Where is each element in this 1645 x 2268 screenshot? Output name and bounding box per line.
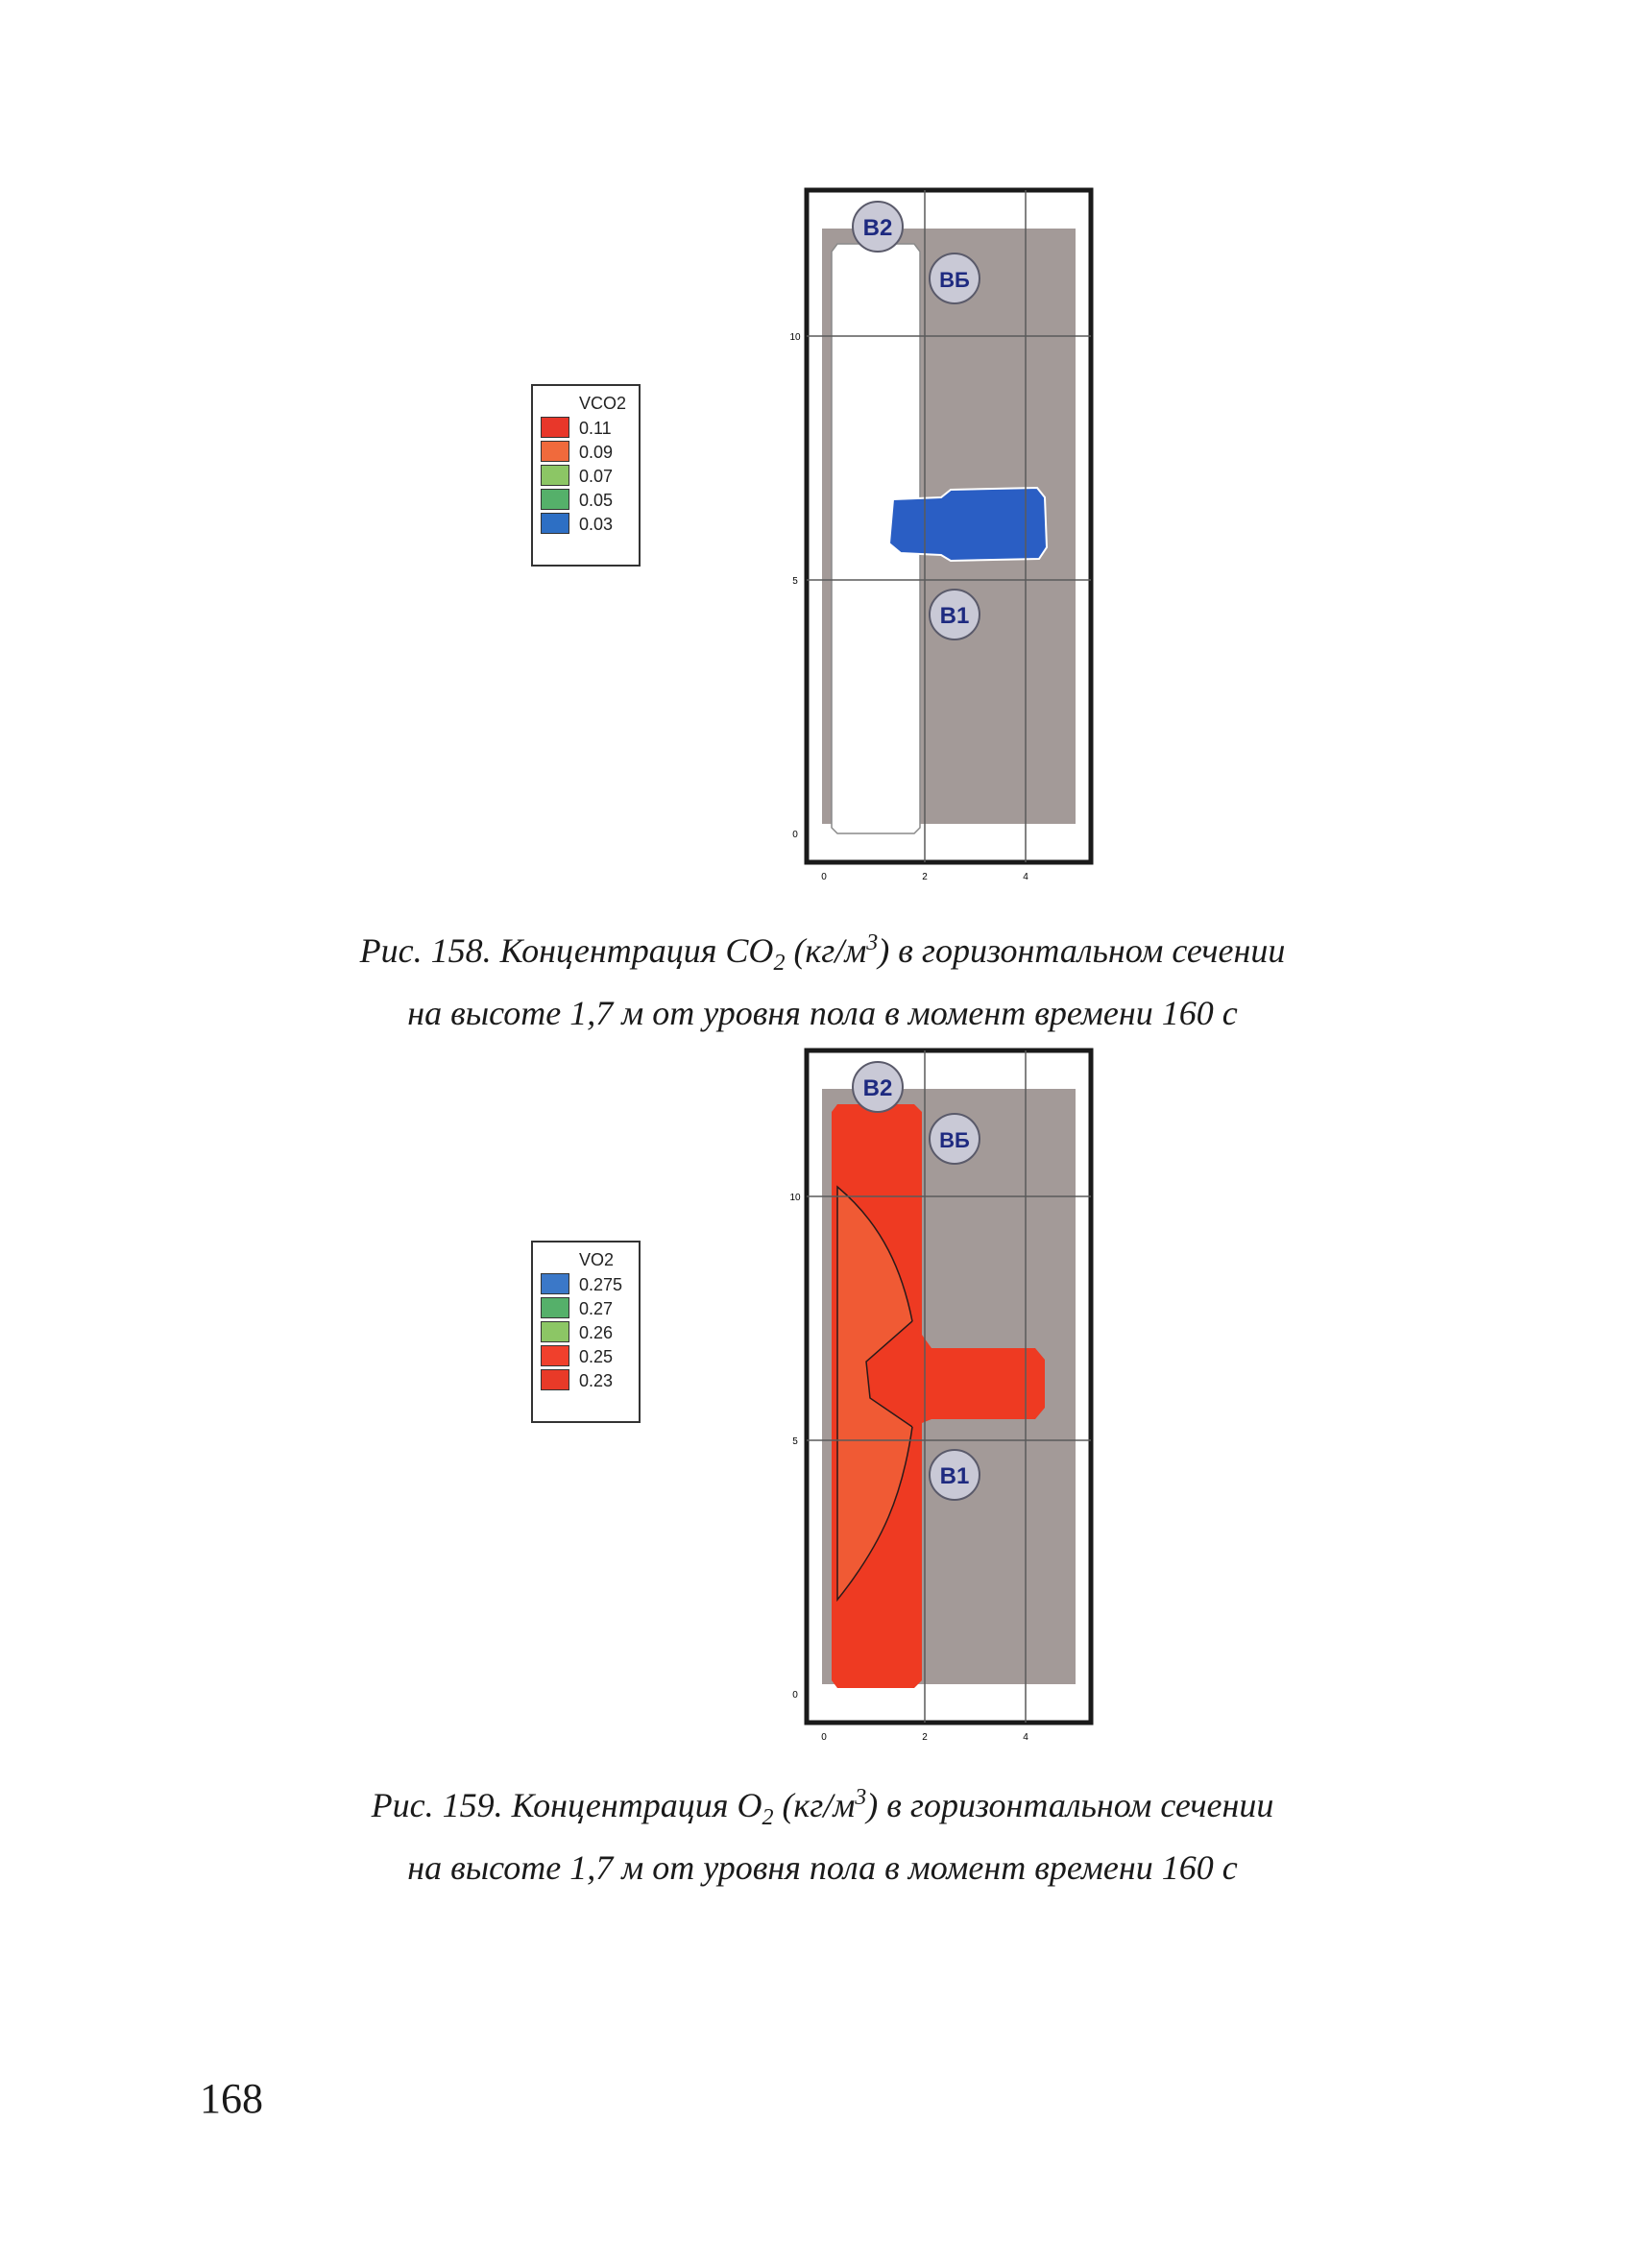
caption-text: Рис. 159. Концентрация O (371, 1786, 762, 1824)
legend-row: 0.23 (541, 1369, 656, 1392)
legend-vco2: VCO2 0.11 0.09 0.07 0.05 0.03 (531, 384, 641, 567)
legend-row: 0.26 (541, 1321, 656, 1344)
y-tick-label: 0 (792, 1690, 798, 1701)
legend-row: 0.25 (541, 1345, 656, 1368)
legend-row: 0.09 (541, 441, 656, 464)
legend-label: 0.275 (579, 1275, 623, 1294)
legend-row: 0.11 (541, 417, 656, 440)
b1-marker (929, 589, 980, 640)
x-tick-label: 0 (821, 872, 827, 882)
caption-line: Рис. 158. Концентрация CO2 (кг/м3) в гор… (0, 918, 1645, 988)
figure-158-caption: Рис. 158. Концентрация CO2 (кг/м3) в гор… (0, 918, 1645, 1038)
b-zone-strip (831, 243, 921, 834)
caption-subscript: 2 (773, 951, 786, 977)
co2-plume (887, 486, 1049, 563)
b2-label: B2 (863, 1075, 893, 1101)
b1-label: B1 (940, 1463, 970, 1489)
x-tick-label: 2 (922, 1732, 928, 1743)
caption-superscript: 3 (855, 1785, 867, 1810)
legend-swatch (541, 1297, 569, 1318)
legend-title: VCO2 (579, 394, 627, 413)
b2-marker (852, 1061, 904, 1113)
legend-label: 0.05 (579, 491, 614, 510)
legend-swatch (541, 417, 569, 438)
y-tick-label: 5 (792, 1436, 798, 1447)
caption-text: Рис. 158. Концентрация CO (359, 931, 774, 970)
legend-label: 0.11 (579, 419, 612, 438)
legend-label: 0.23 (579, 1371, 614, 1390)
legend-label: 0.07 (579, 467, 614, 486)
o2-plume (912, 1321, 1045, 1427)
y-tick-label: 0 (792, 830, 798, 840)
vb-label: ВБ (939, 1128, 970, 1152)
b2-label: B2 (863, 215, 893, 241)
legend-swatch (541, 1345, 569, 1366)
caption-line: на высоте 1,7 м от уровня пола в момент … (407, 1848, 1238, 1888)
caption-text: ) в горизонтальном сечении (878, 931, 1286, 970)
legend-swatch (541, 1321, 569, 1342)
caption-superscript: 3 (866, 930, 879, 955)
legend-swatch (541, 441, 569, 462)
caption-line: на высоте 1,7 м от уровня пола в момент … (407, 994, 1238, 1033)
y-tick-label: 10 (789, 1193, 801, 1203)
b2-marker (852, 201, 904, 253)
figure-159-caption: Рис. 159. Концентрация O2 (кг/м3) в гори… (0, 1773, 1645, 1893)
x-tick-label: 4 (1023, 872, 1028, 882)
legend-label: 0.26 (579, 1323, 614, 1342)
legend-swatch (541, 1273, 569, 1294)
legend-row: 0.07 (541, 465, 656, 488)
b1-marker (929, 1449, 980, 1501)
legend-row: 0.275 (541, 1273, 656, 1296)
legend-title: VO2 (579, 1250, 615, 1269)
caption-line: Рис. 159. Концентрация O2 (кг/м3) в гори… (0, 1773, 1645, 1843)
legend-swatch (541, 1369, 569, 1390)
x-tick-label: 4 (1023, 1732, 1028, 1743)
vb-marker (929, 1113, 980, 1165)
y-tick-label: 5 (792, 576, 798, 587)
legend-row: 0.27 (541, 1297, 656, 1320)
legend-label: 0.03 (579, 515, 614, 534)
legend-label: 0.09 (579, 443, 614, 462)
vb-label: ВБ (939, 268, 970, 292)
legend-swatch (541, 489, 569, 510)
legend-row: 0.03 (541, 513, 656, 536)
legend-label: 0.25 (579, 1347, 614, 1366)
caption-text: (кг/м (785, 931, 867, 970)
co2-section-plot: B2 ВБ B1 10 5 0 0 2 4 (789, 187, 1094, 882)
caption-text: (кг/м (773, 1786, 856, 1824)
b1-label: B1 (940, 603, 970, 629)
x-tick-label: 0 (821, 1732, 827, 1743)
legend-swatch (541, 465, 569, 486)
legend-label: 0.27 (579, 1299, 614, 1318)
vb-marker (929, 253, 980, 304)
page-number: 168 (200, 2075, 263, 2122)
legend-swatch (541, 513, 569, 534)
legend-vo2: VO2 0.275 0.27 0.26 0.25 0.23 (531, 1241, 641, 1423)
x-tick-label: 2 (922, 872, 928, 882)
legend-row: 0.05 (541, 489, 656, 512)
caption-text: ) в горизонтальном сечении (866, 1786, 1274, 1824)
y-tick-label: 10 (789, 332, 801, 343)
o2-section-plot: B2 ВБ B1 10 5 0 0 2 4 (789, 1048, 1094, 1743)
caption-subscript: 2 (762, 1805, 774, 1831)
